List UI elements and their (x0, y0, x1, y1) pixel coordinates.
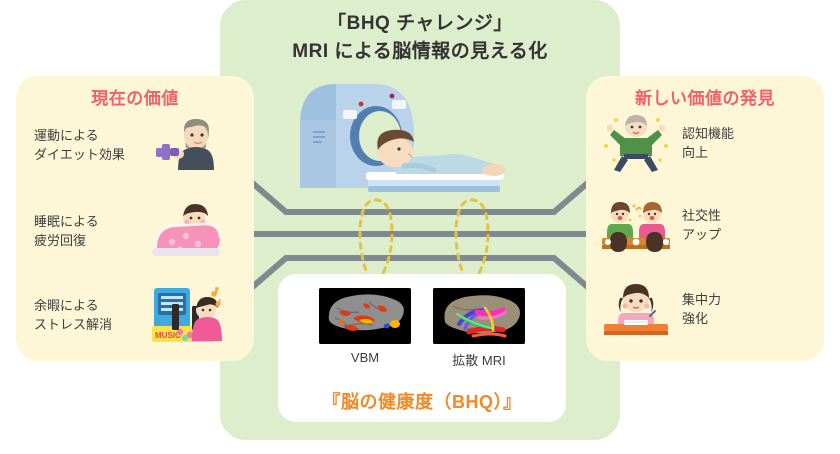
diffusion-mri-caption: 拡散 MRI (452, 353, 506, 368)
page-title: 「BHQ チャレンジ」 MRI による脳情報の見える化 (220, 10, 620, 66)
right-value-panel: 新しい価値の発見 認知機能 向上 (586, 76, 824, 361)
man-dumbbell-icon (150, 116, 222, 174)
sleeping-woman-futon-icon (150, 202, 222, 260)
diffusion-mri-brain-image (433, 288, 525, 344)
left-item-0-label: 運動による ダイエット効果 (34, 128, 125, 162)
jumping-elder-icon (600, 114, 672, 172)
svg-text:MUSIC: MUSIC (155, 331, 181, 340)
title-line-2: MRI による脳情報の見える化 (292, 41, 548, 62)
bhq-title: 『脳の健康度（BHQ）』 (322, 392, 522, 412)
right-item-1-label: 社交性 アップ (682, 208, 722, 242)
title-line-1: 「BHQ チャレンジ」 (327, 13, 513, 34)
left-item-2-label: 余暇による ストレス解消 (34, 298, 113, 332)
bhq-card: VBM (278, 274, 566, 422)
list-item: 睡眠による 疲労回復 (16, 200, 254, 262)
right-panel-heading: 新しい価値の発見 (635, 89, 775, 108)
brain-item: VBM (319, 288, 411, 369)
list-item: 余暇による ストレス解消 MUSIC (16, 284, 254, 346)
list-item: 認知機能 向上 (586, 112, 824, 174)
list-item: 運動による ダイエット効果 (16, 114, 254, 176)
left-item-1-label: 睡眠による 疲労回復 (34, 214, 99, 248)
brain-image-group: VBM (278, 288, 566, 369)
brain-item: 拡散 MRI (433, 288, 525, 369)
vbm-brain-image (319, 288, 411, 344)
studying-child-desk-icon (600, 280, 672, 338)
left-value-panel: 現在の価値 運動による ダイエット効果 (16, 76, 254, 361)
left-panel-heading: 現在の価値 (91, 89, 179, 108)
arcade-music-game-icon: MUSIC (150, 286, 222, 344)
list-item: 社交性 アップ (586, 194, 824, 256)
right-item-2-label: 集中力 強化 (682, 292, 722, 326)
right-item-0-label: 認知機能 向上 (682, 126, 735, 160)
vbm-caption: VBM (350, 350, 380, 365)
list-item: 集中力 強化 (586, 278, 824, 340)
people-talking-table-icon (600, 196, 672, 254)
